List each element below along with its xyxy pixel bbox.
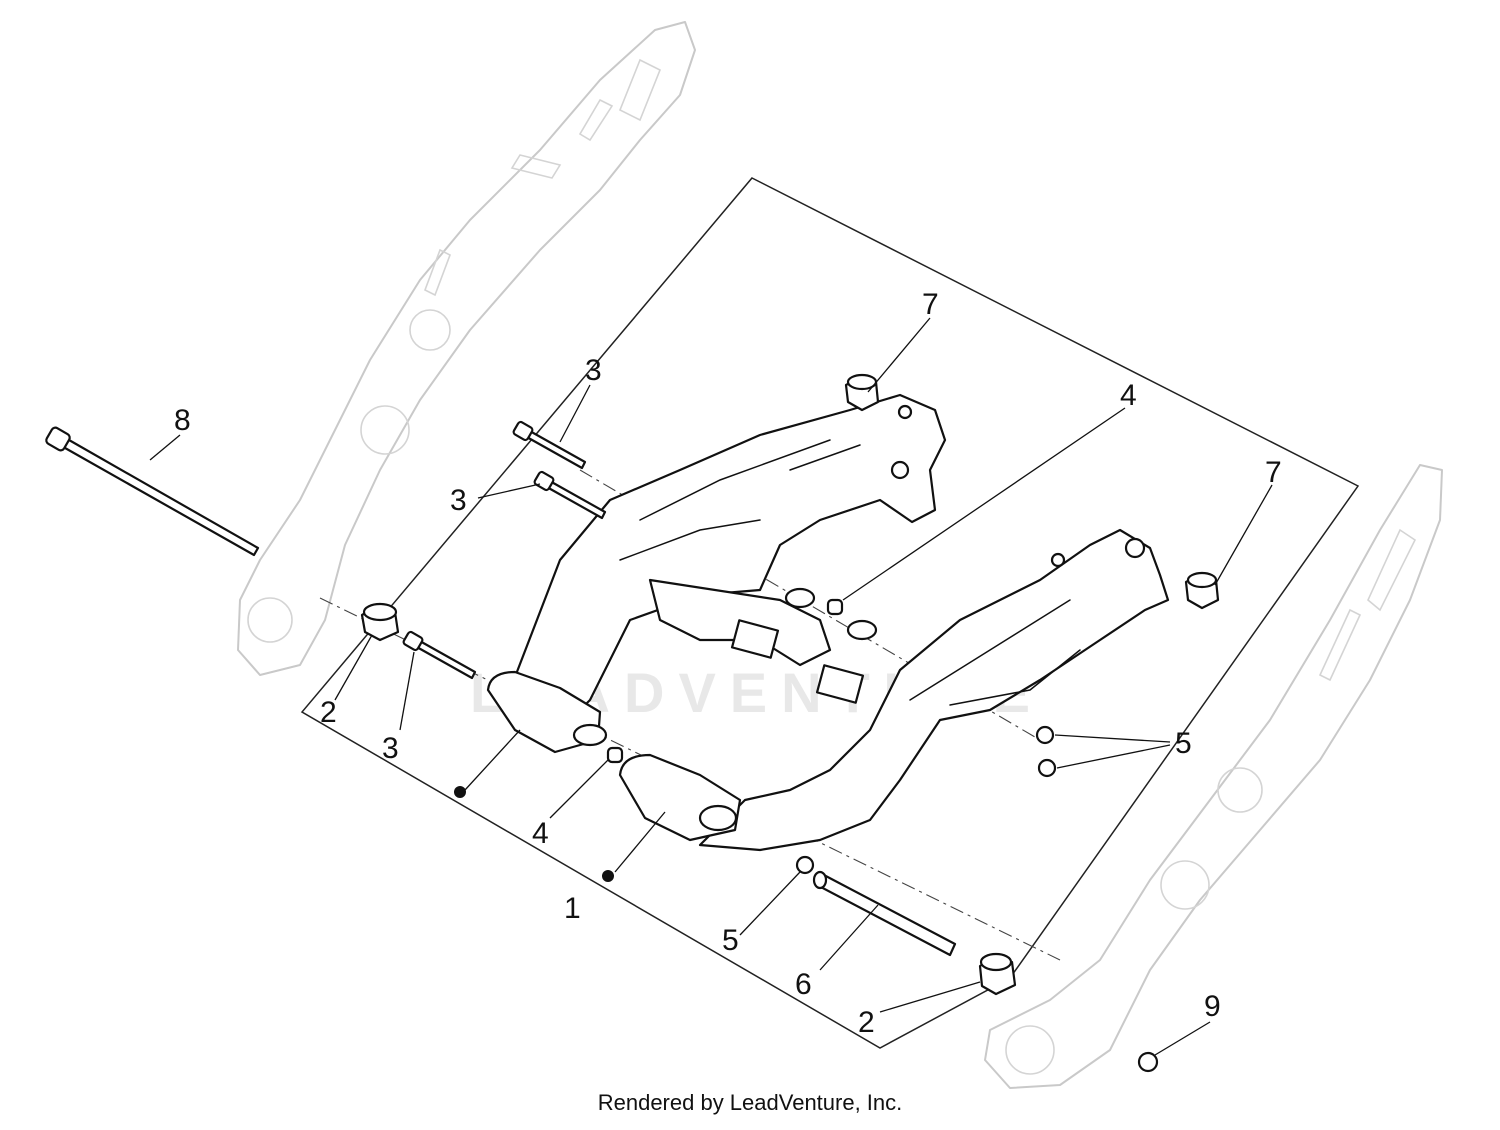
callout-7-upper: 7 [922,288,939,321]
nut-item-9 [1137,1051,1159,1073]
nut-item-5-b [1037,758,1057,778]
nut-item-5-c [795,855,815,875]
bushing-item-2-left [360,602,400,642]
callout-3-upper: 3 [585,354,602,387]
leader-lines [149,317,1273,1056]
pivot-boss-upper [784,587,816,609]
callout-9: 9 [1204,990,1221,1023]
bushing-item-2-right [978,952,1017,996]
cross-member-block-b [815,664,865,704]
callout-7-right: 7 [1265,456,1282,489]
spacer-item-4-upper [826,598,844,616]
callout-5-lower: 5 [722,924,739,957]
swing-arm-assembly [486,393,1170,852]
callout-2-left: 2 [320,696,337,729]
callout-8: 8 [174,404,191,437]
callout-3-lower: 3 [382,732,399,765]
bolt-item-3-middle [533,470,607,520]
callout-5-right: 5 [1175,727,1192,760]
cross-member-block-a [730,619,780,659]
swing-arm-left [508,393,947,732]
callout-6: 6 [795,968,812,1001]
bushing-item-7-upper [844,373,880,412]
callout-3-middle: 3 [450,484,467,517]
pin-item-6 [812,870,957,957]
render-credit: Rendered by LeadVenture, Inc. [597,1090,903,1115]
right-frame-rail-ghost [984,464,1443,1089]
callout-4-lower: 4 [532,817,549,850]
note-dot-left [454,786,466,798]
bushing-item-7-right [1184,571,1220,610]
bolt-item-3-lower [402,630,477,680]
callout-4-upper: 4 [1120,379,1137,412]
callout-1: 1 [564,892,581,925]
note-dot-right [602,870,614,882]
nut-item-5-a [1035,725,1055,745]
bolt-long-item-8 [45,426,260,557]
pivot-boss-lower [846,619,878,641]
left-frame-rail-ghost [237,21,696,676]
callout-2-right: 2 [858,1006,875,1039]
spacer-item-4-lower [606,746,624,764]
swing-arm-right [698,528,1170,852]
bolt-item-3-upper [512,420,587,470]
